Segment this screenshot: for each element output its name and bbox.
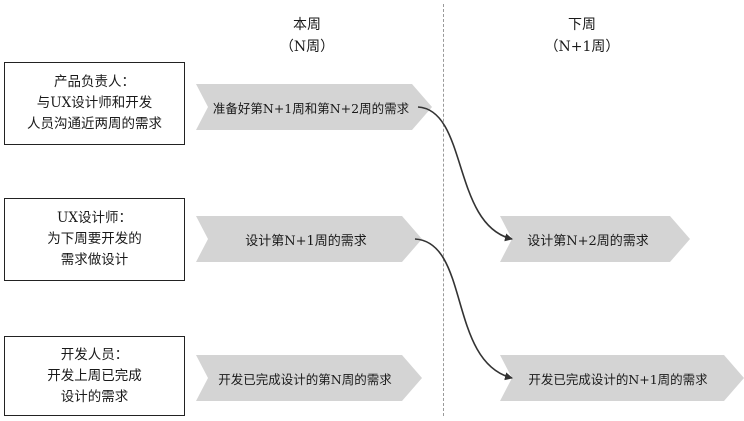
task-label: 开发已完成设计的N+1周的需求	[528, 371, 708, 387]
column-header-this-week: 本周 （N周）	[227, 14, 387, 58]
role-description: 为下周要开发的	[47, 231, 142, 247]
task-arrow-design-n2: 设计第N+2周的需求	[500, 216, 690, 262]
role-label: 产品负责人：	[54, 74, 135, 90]
role-box-product-owner: 产品负责人： 与UX设计师和开发 人员沟通近两周的需求	[4, 62, 185, 145]
task-arrow-develop-n: 开发已完成设计的第N周的需求	[196, 355, 422, 401]
role-box-developer: 开发人员： 开发上周已完成 设计的需求	[4, 336, 185, 416]
role-description: 人员沟通近两周的需求	[27, 116, 162, 132]
role-description: 与UX设计师和开发	[36, 95, 153, 111]
column-header-next-week: 下周 （N+1周）	[502, 14, 662, 58]
column-subtitle: （N周）	[279, 39, 335, 55]
column-title: 下周	[568, 17, 596, 33]
column-subtitle: （N+1周）	[544, 39, 620, 55]
task-arrow-prepare-requirements: 准备好第N+1周和第N+2周的需求	[196, 84, 432, 130]
role-box-ux-designer: UX设计师： 为下周要开发的 需求做设计	[4, 198, 185, 281]
task-arrow-develop-n1: 开发已完成设计的N+1周的需求	[500, 355, 744, 401]
task-label: 准备好第N+1周和第N+2周的需求	[212, 100, 410, 116]
week-divider	[443, 4, 444, 416]
task-label: 开发已完成设计的第N周的需求	[218, 371, 392, 387]
connector-arrow	[417, 106, 513, 242]
connector-arrow	[414, 238, 513, 381]
role-description: 开发上周已完成	[47, 367, 142, 384]
role-label: UX设计师：	[57, 210, 132, 226]
role-label: 开发人员：	[60, 346, 129, 363]
task-arrow-design-n1: 设计第N+1周的需求	[196, 216, 422, 262]
role-description: 需求做设计	[60, 252, 129, 268]
role-description: 设计的需求	[60, 388, 129, 405]
task-label: 设计第N+1周的需求	[245, 233, 367, 249]
column-title: 本周	[293, 17, 321, 33]
task-label: 设计第N+2周的需求	[527, 233, 649, 249]
